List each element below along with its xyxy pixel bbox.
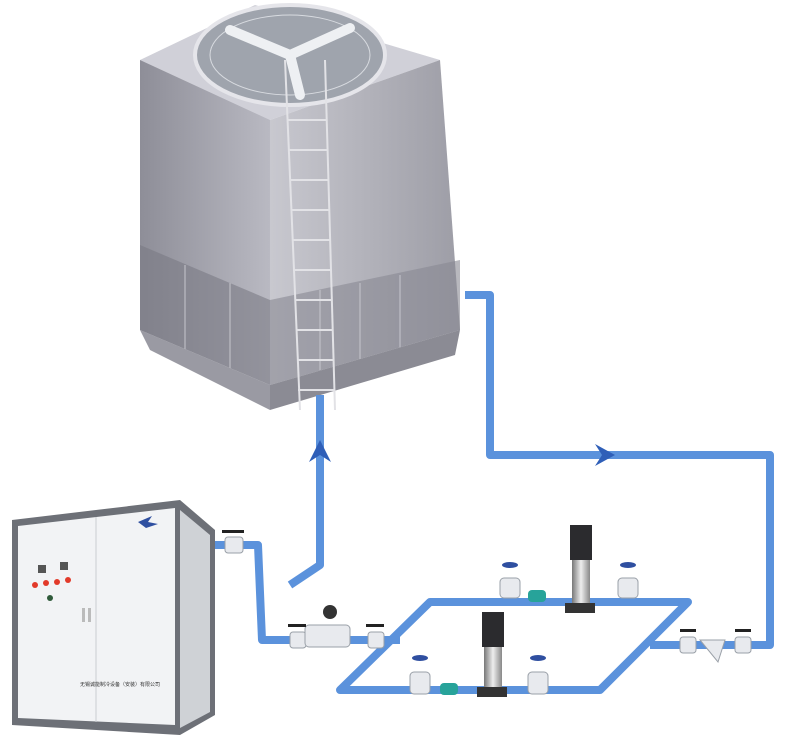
check-valve-2 bbox=[440, 683, 458, 695]
flow-meter bbox=[304, 624, 351, 648]
check-valve-1 bbox=[528, 590, 546, 602]
valves bbox=[222, 530, 752, 695]
pressure-gauge bbox=[323, 605, 337, 619]
door-handle-left bbox=[82, 608, 85, 622]
supply-pipe-to-tower bbox=[287, 395, 324, 589]
ladder bbox=[284, 59, 336, 411]
brand-logo bbox=[138, 516, 158, 528]
flow-arrow-up bbox=[309, 440, 331, 462]
flow-arrow-right bbox=[595, 444, 615, 466]
y-strainer bbox=[698, 639, 726, 664]
indicator-panel-2 bbox=[60, 562, 68, 570]
red-buttons bbox=[32, 577, 71, 588]
cooling-tower bbox=[140, 3, 460, 411]
tower-grille-left bbox=[140, 245, 270, 385]
indicator-panel-1 bbox=[38, 565, 46, 573]
fan-blades bbox=[225, 23, 355, 100]
cabinet-label: 无锡诚能制冷设备（安装）有限公司 bbox=[80, 682, 161, 688]
pump-loop-pipe bbox=[336, 598, 692, 694]
tower-grille-right bbox=[270, 260, 460, 385]
green-button bbox=[47, 595, 53, 601]
pump-1 bbox=[565, 525, 595, 613]
control-cabinet bbox=[12, 500, 215, 735]
pump-2 bbox=[477, 612, 507, 697]
door-handle-right bbox=[88, 608, 91, 622]
